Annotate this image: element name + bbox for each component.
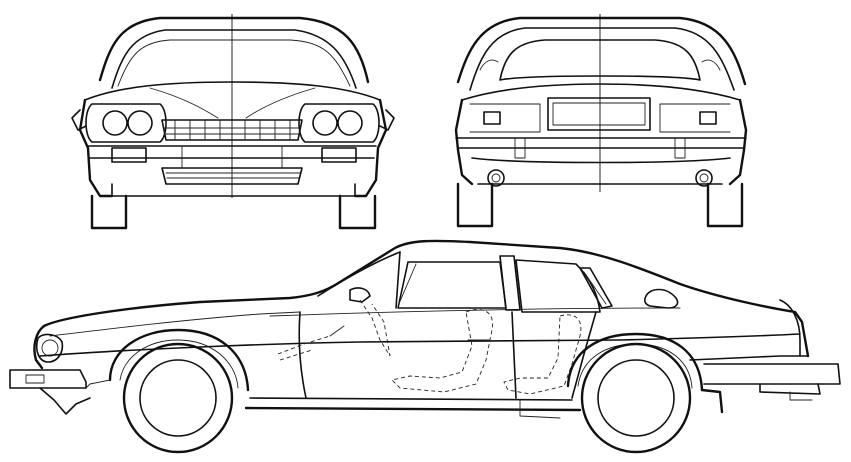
front-view [71,14,395,230]
license-plate-frame [547,97,651,131]
rear-view [454,14,748,228]
side-view [9,239,841,454]
